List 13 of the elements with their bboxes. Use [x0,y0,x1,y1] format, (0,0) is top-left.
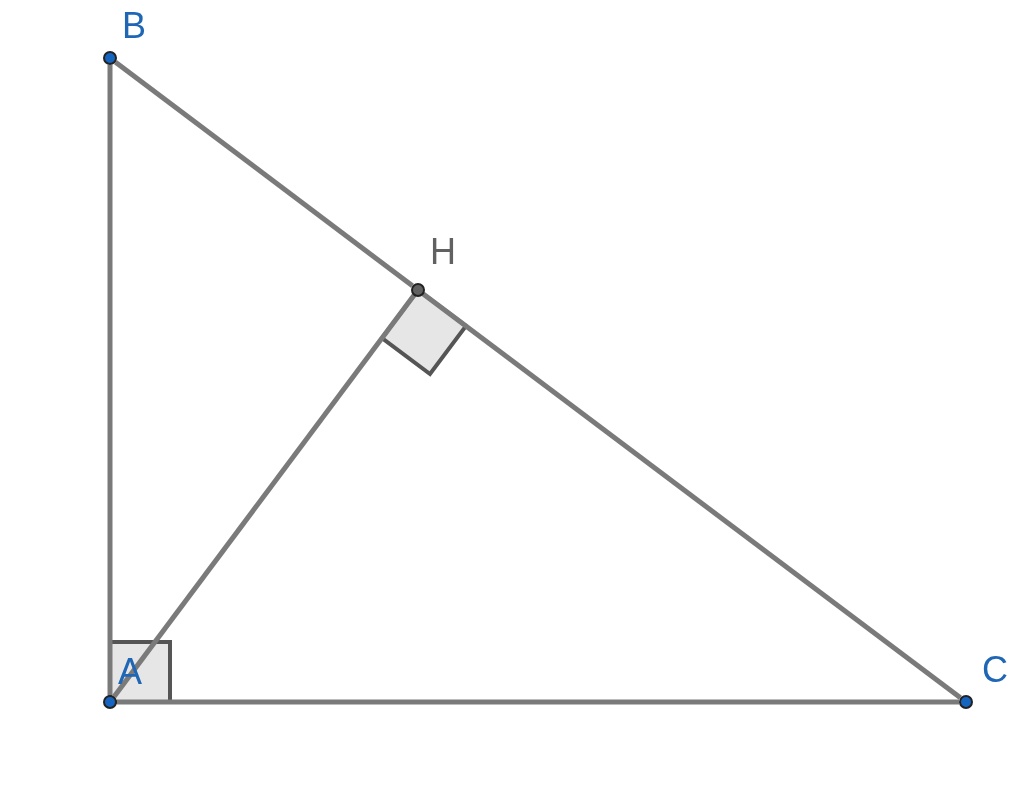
line-segment [112,294,416,698]
point-label: A [118,654,142,690]
point-marker [103,51,117,65]
point-marker [959,695,973,709]
point-label: H [430,234,456,270]
line-segment [114,60,414,288]
point-label: B [122,8,146,44]
point-marker [411,283,425,297]
line-segment [107,65,113,695]
line-segment [422,292,962,700]
point-label: C [982,652,1008,688]
line-segment [117,699,959,705]
point-marker [103,695,117,709]
